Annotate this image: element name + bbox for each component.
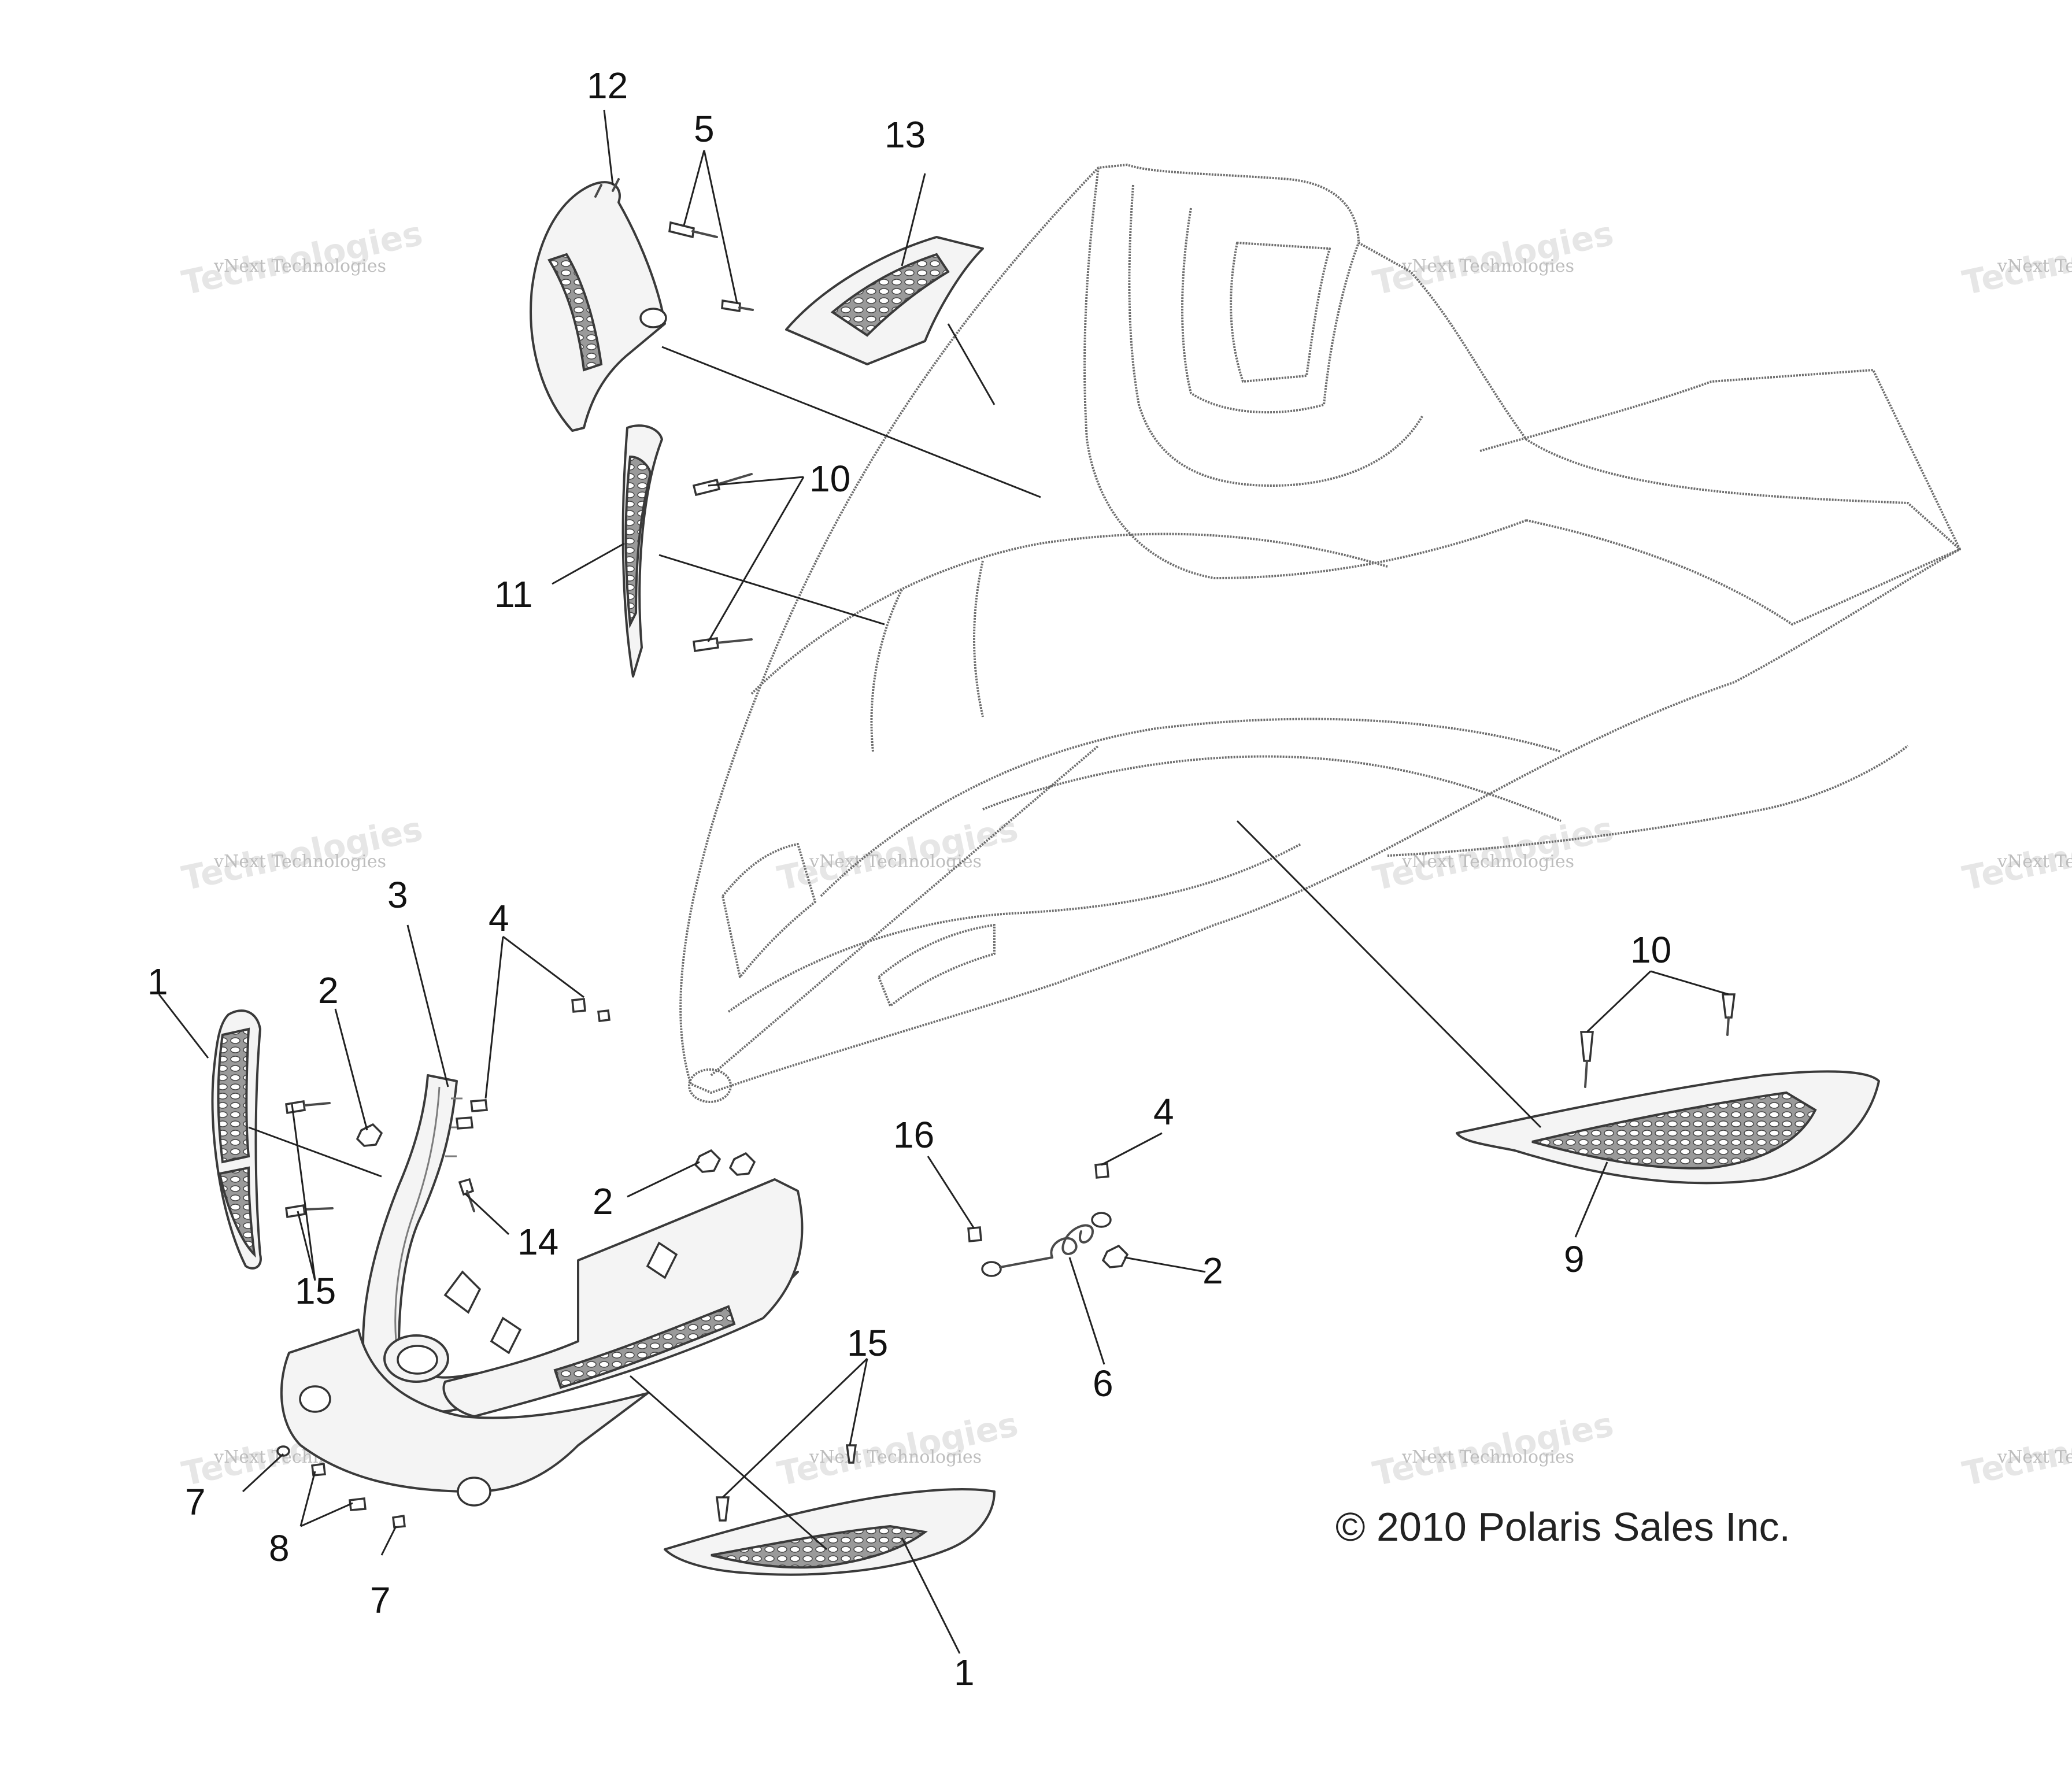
watermark: Technologies vNext Technologies <box>1370 1404 1617 1493</box>
part-13-panel <box>785 236 984 365</box>
svg-text:vNext Technologies: vNext Technologies <box>1401 852 1574 872</box>
callout-2: 2 <box>1202 1250 1223 1292</box>
svg-text:vNext Technologies: vNext Technologies <box>1997 1447 2072 1467</box>
part-1-left-grille <box>211 1009 262 1270</box>
callout-15: 15 <box>847 1322 888 1364</box>
callout-10: 10 <box>1630 929 1671 971</box>
watermark: Technologies vNext Technologies <box>1370 213 1617 302</box>
callouts: 12 5 13 10 11 3 4 1 2 2 14 15 16 4 2 6 1… <box>147 65 1671 1693</box>
callout-12: 12 <box>587 65 628 106</box>
svg-text:vNext Technologies: vNext Technologies <box>213 256 386 276</box>
callout-6: 6 <box>1093 1363 1113 1404</box>
svg-text:vNext Technologies: vNext Technologies <box>1997 852 2072 872</box>
callout-15: 15 <box>295 1270 336 1312</box>
callout-1: 1 <box>954 1652 975 1693</box>
callout-3: 3 <box>387 874 408 916</box>
fasteners <box>276 998 1129 1529</box>
callout-4: 4 <box>1153 1091 1174 1133</box>
watermark: Techno vNext Technologies <box>1959 1428 2072 1494</box>
callout-9: 9 <box>1564 1238 1585 1280</box>
svg-text:vNext Technologies: vNext Technologies <box>809 1447 982 1467</box>
part-6-spring <box>981 1212 1112 1277</box>
leader-lines <box>158 109 1729 1654</box>
hood-assembly <box>679 164 1961 1103</box>
watermark: Techno vNext Technologies <box>1959 832 2072 898</box>
callout-8: 8 <box>269 1527 290 1569</box>
watermark: Technologies vNext Technologies <box>774 1404 1022 1493</box>
callout-1: 1 <box>147 961 168 1002</box>
part-3-front-frame <box>280 1074 804 1507</box>
watermark: Techno vNext Technologies <box>1959 237 2072 303</box>
part-9-right-grille <box>1456 1070 1880 1185</box>
callout-13: 13 <box>885 114 926 156</box>
part-10-rivets-right <box>1580 993 1736 1088</box>
callout-2: 2 <box>593 1181 613 1222</box>
watermark: Technologies vNext Technologies <box>179 213 426 302</box>
part-12-vent-housing <box>530 178 667 432</box>
part-5-bolts <box>668 221 754 313</box>
callout-5: 5 <box>694 108 715 150</box>
svg-text:vNext Technologies: vNext Technologies <box>809 852 982 872</box>
callout-14: 14 <box>517 1221 558 1263</box>
callout-4: 4 <box>489 897 509 939</box>
callout-16: 16 <box>893 1114 934 1156</box>
callout-7: 7 <box>370 1579 391 1621</box>
part-11-side-vent <box>621 424 663 678</box>
part-1-lower-grille <box>664 1488 996 1576</box>
callout-11: 11 <box>494 574 532 615</box>
svg-text:vNext Technologies: vNext Technologies <box>213 852 386 872</box>
svg-text:vNext Technologies: vNext Technologies <box>1401 1447 1574 1467</box>
callout-10: 10 <box>809 458 850 500</box>
callout-2: 2 <box>318 970 339 1011</box>
watermark: Technologies vNext Technologies <box>1370 809 1617 898</box>
svg-text:vNext Technologies: vNext Technologies <box>1401 256 1574 276</box>
part-10-rivets-upper <box>692 473 753 652</box>
svg-text:vNext Technologies: vNext Technologies <box>1997 256 2072 276</box>
callout-7: 7 <box>185 1481 206 1523</box>
copyright-text: © 2010 Polaris Sales Inc. <box>1335 1504 1790 1549</box>
